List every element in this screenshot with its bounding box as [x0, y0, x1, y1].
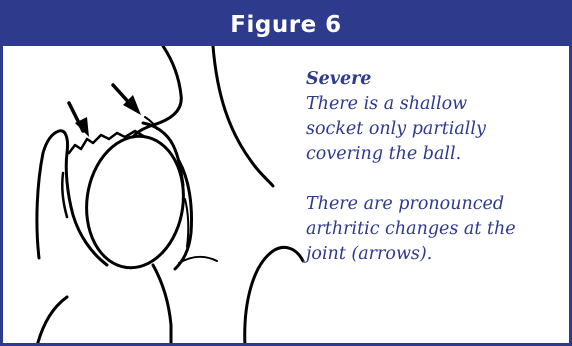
caption-line-5: arthritic changes at the: [306, 217, 568, 242]
caption-spacer: [306, 167, 568, 192]
figure-caption: Severe There is a shallow socket only pa…: [306, 67, 568, 267]
arrow-left: [69, 103, 89, 137]
caption-line-1: There is a shallow: [306, 92, 568, 117]
arrow-right: [113, 85, 141, 115]
pelvis-upper-outline: [133, 46, 181, 137]
pelvis-outer-curve: [213, 46, 273, 186]
figure-title: Figure 6: [230, 12, 341, 38]
caption-line-3: covering the ball.: [306, 142, 568, 167]
femoral-neck-lower: [153, 265, 171, 346]
caption-line-6: joint (arrows).: [306, 242, 568, 267]
socket-rim: [143, 123, 183, 185]
trochanter-curve: [245, 247, 303, 346]
caption-line-2: socket only partially: [306, 117, 568, 142]
figure-header: Figure 6: [3, 3, 569, 46]
acetabulum-wall-inner: [185, 199, 188, 247]
femoral-shaft-left: [37, 297, 67, 346]
caption-line-4: There are pronounced: [306, 192, 568, 217]
caption-severity: Severe: [306, 67, 568, 92]
